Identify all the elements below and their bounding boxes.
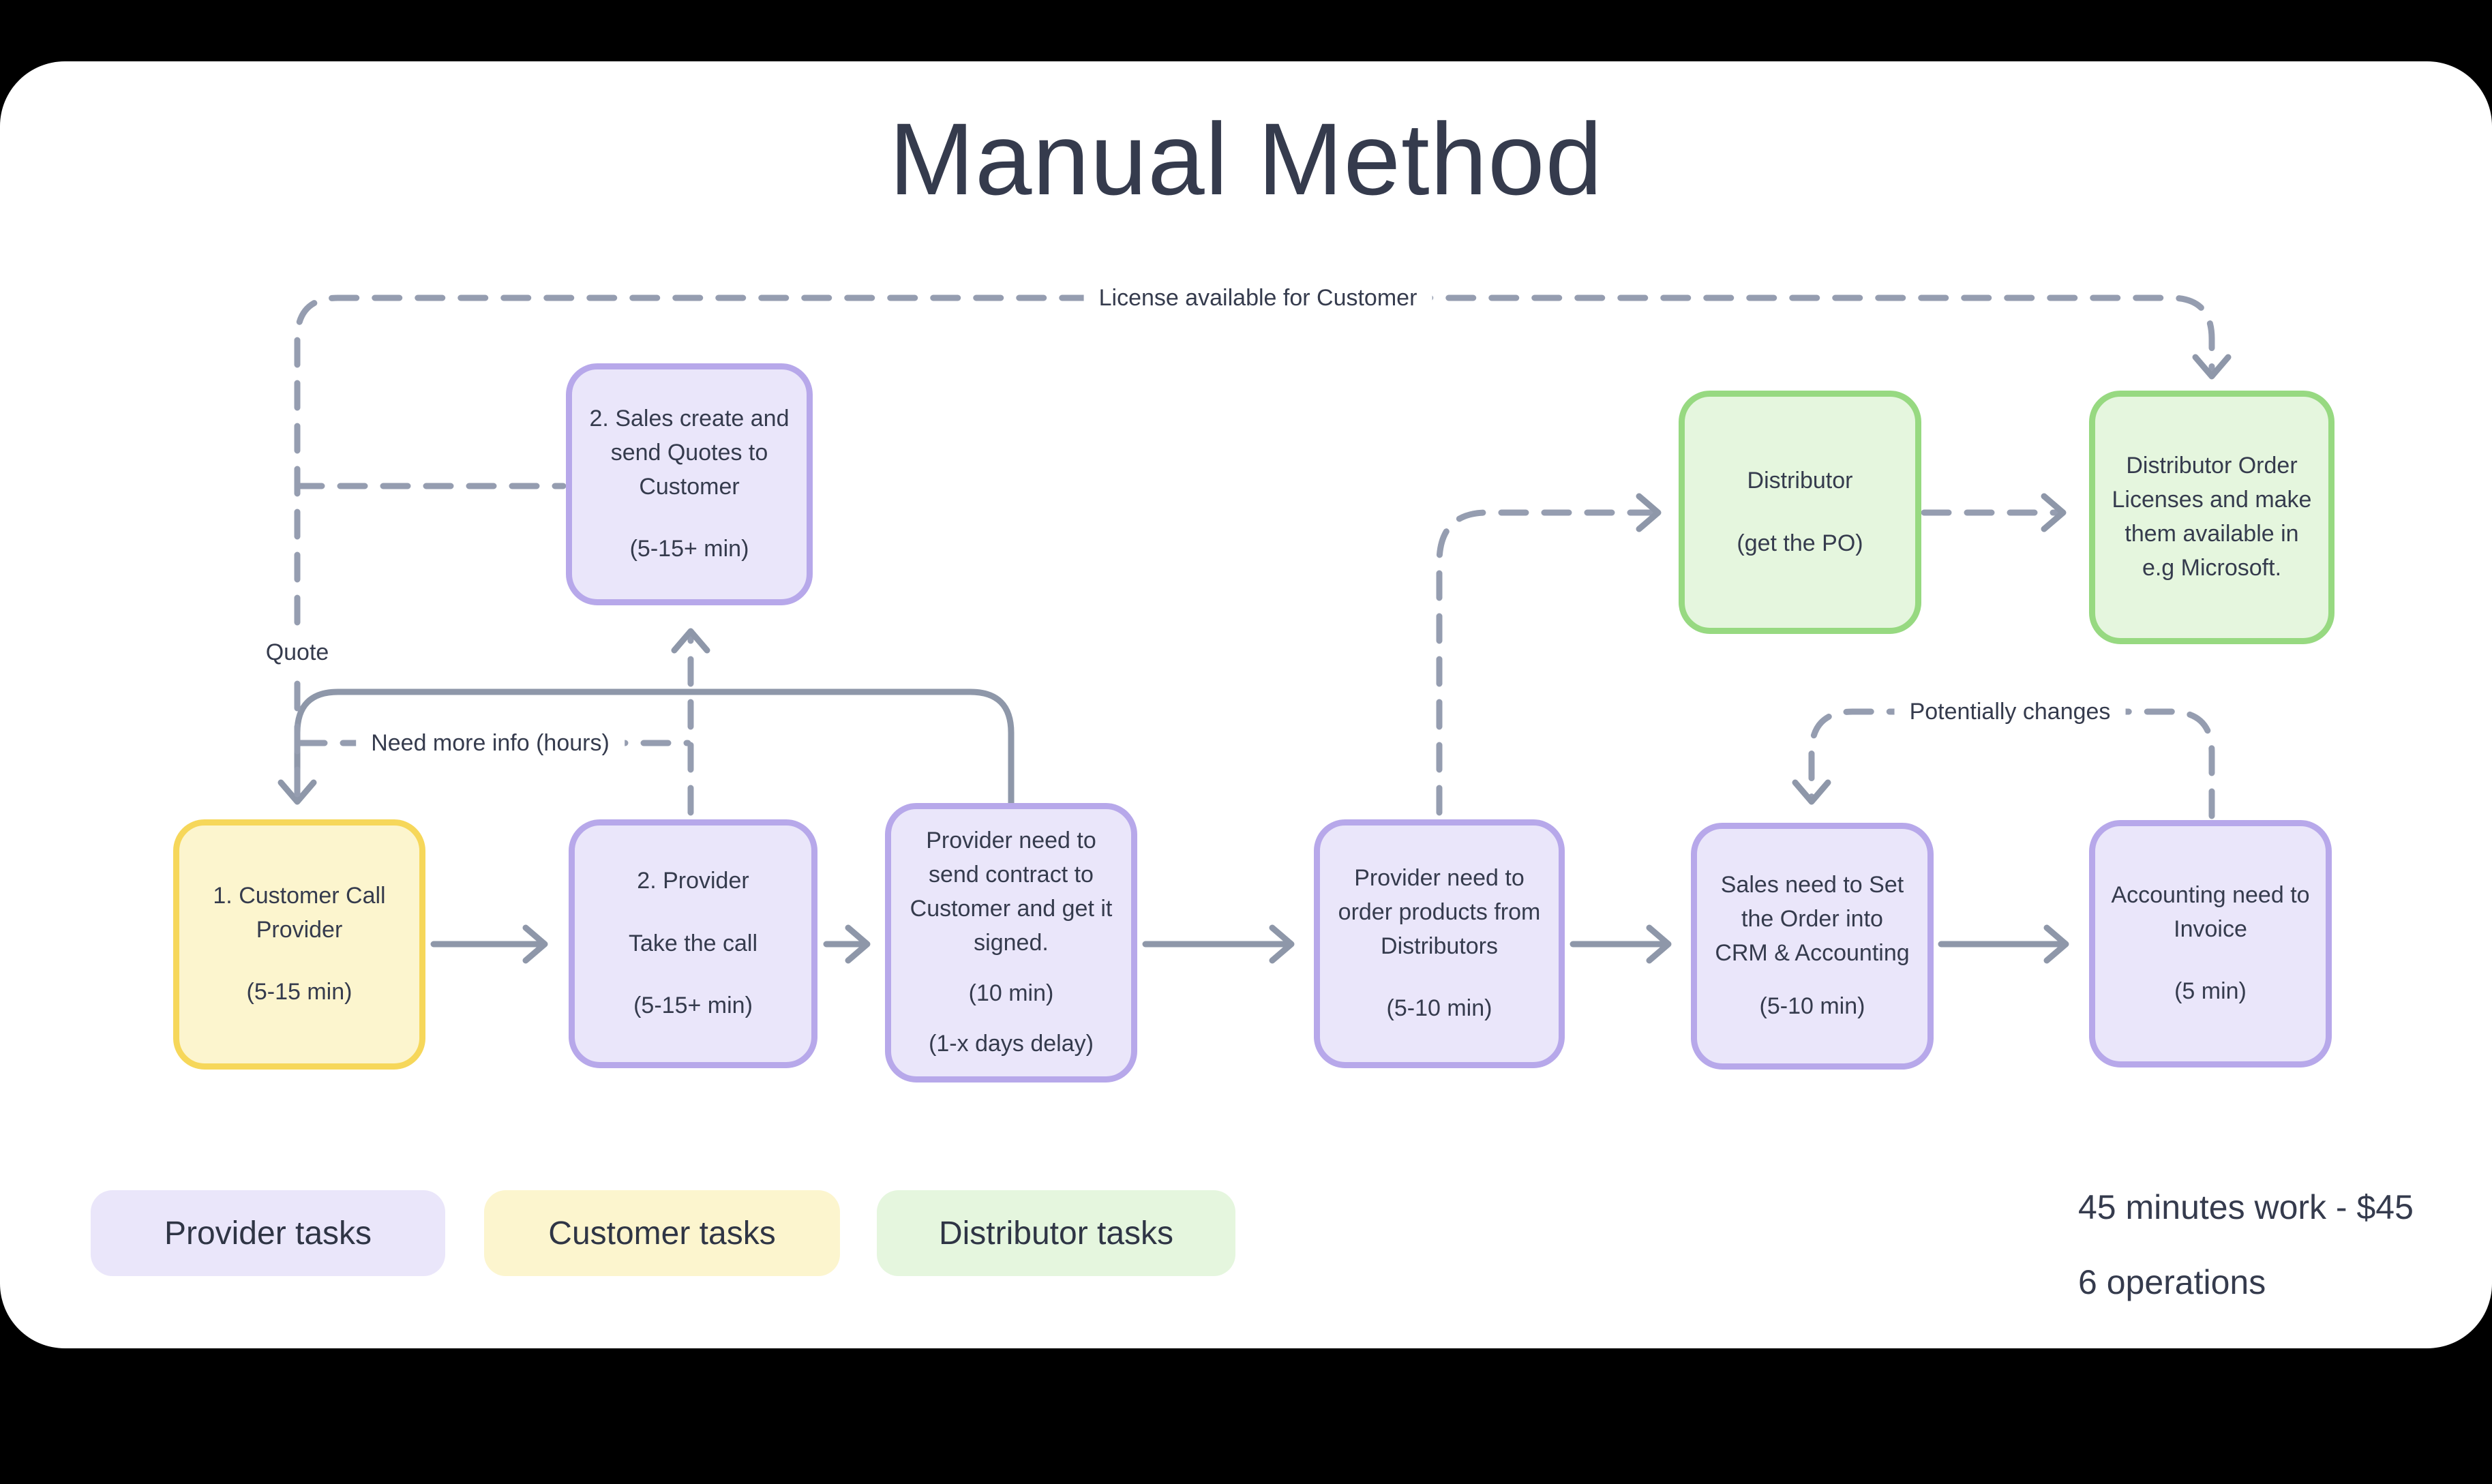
edge-order-to-distributor — [1436, 493, 1662, 816]
node-text: Sales need to Set the Order into CRM & A… — [1715, 872, 1910, 966]
node-time: (5 min) — [2174, 978, 2247, 1005]
node-text: Accounting need to Invoice — [2111, 881, 2310, 942]
node-text: 1. Customer Call Provider — [213, 882, 386, 943]
node-customer-call: 1. Customer Call Provider (5-15 min) — [173, 819, 425, 1070]
legend-label: Distributor tasks — [938, 1215, 1174, 1252]
stat-operations: 6 operations — [2078, 1263, 2266, 1301]
legend-label: Provider tasks — [164, 1215, 372, 1252]
node-time: (10 min) — [968, 980, 1054, 1006]
node-text: Take the call — [629, 930, 757, 956]
node-time: (5-15+ min) — [633, 993, 753, 1019]
node-take-call: 2. Provider Take the call (5-15+ min) — [569, 819, 817, 1068]
edge-potentially-changes — [1792, 708, 2215, 819]
stat-total-work: 45 minutes work - $45 — [2078, 1188, 2414, 1226]
node-set-order-crm: Sales need to Set the Order into CRM & A… — [1691, 823, 1934, 1070]
node-time: (5-10 min) — [1759, 993, 1865, 1019]
node-accounting-invoice: Accounting need to Invoice (5 min) — [2089, 820, 2332, 1067]
node-time: (5-15+ min) — [629, 536, 749, 562]
legend-label: Customer tasks — [548, 1215, 776, 1252]
node-send-contract: Provider need to send contract to Custom… — [885, 803, 1137, 1082]
label-potentially-changes: Potentially changes — [1894, 695, 2126, 728]
node-time: (5-15 min) — [246, 979, 352, 1005]
node-text: Distributor Order Licenses and make them… — [2112, 453, 2312, 581]
node-distributor-licenses: Distributor Order Licenses and make them… — [2089, 391, 2335, 644]
node-sales-quotes: 2. Sales create and send Quotes to Custo… — [566, 363, 813, 605]
node-order-products: Provider need to order products from Dis… — [1314, 819, 1565, 1068]
edge-contract-return-to-customer — [277, 688, 1015, 806]
legend-provider-tasks: Provider tasks — [91, 1190, 445, 1276]
node-text: (get the PO) — [1737, 530, 1863, 556]
label-quote: Quote — [256, 636, 339, 669]
page-title: Manual Method — [889, 102, 1603, 216]
label-license-available: License available for Customer — [1083, 282, 1432, 314]
node-text: 2. Provider — [637, 867, 749, 894]
node-text: Provider need to order products from Dis… — [1338, 864, 1541, 959]
legend-distributor-tasks: Distributor tasks — [877, 1190, 1235, 1276]
node-text: Distributor — [1747, 467, 1853, 494]
node-distributor-po: Distributor (get the PO) — [1679, 391, 1921, 634]
node-text: 2. Sales create and send Quotes to Custo… — [589, 405, 790, 500]
label-need-more-info: Need more info (hours) — [356, 727, 625, 759]
node-delay: (1-x days delay) — [929, 1030, 1094, 1057]
node-time: (5-10 min) — [1386, 995, 1492, 1022]
node-text: Provider need to send contract to Custom… — [910, 828, 1113, 956]
legend-customer-tasks: Customer tasks — [484, 1190, 840, 1276]
